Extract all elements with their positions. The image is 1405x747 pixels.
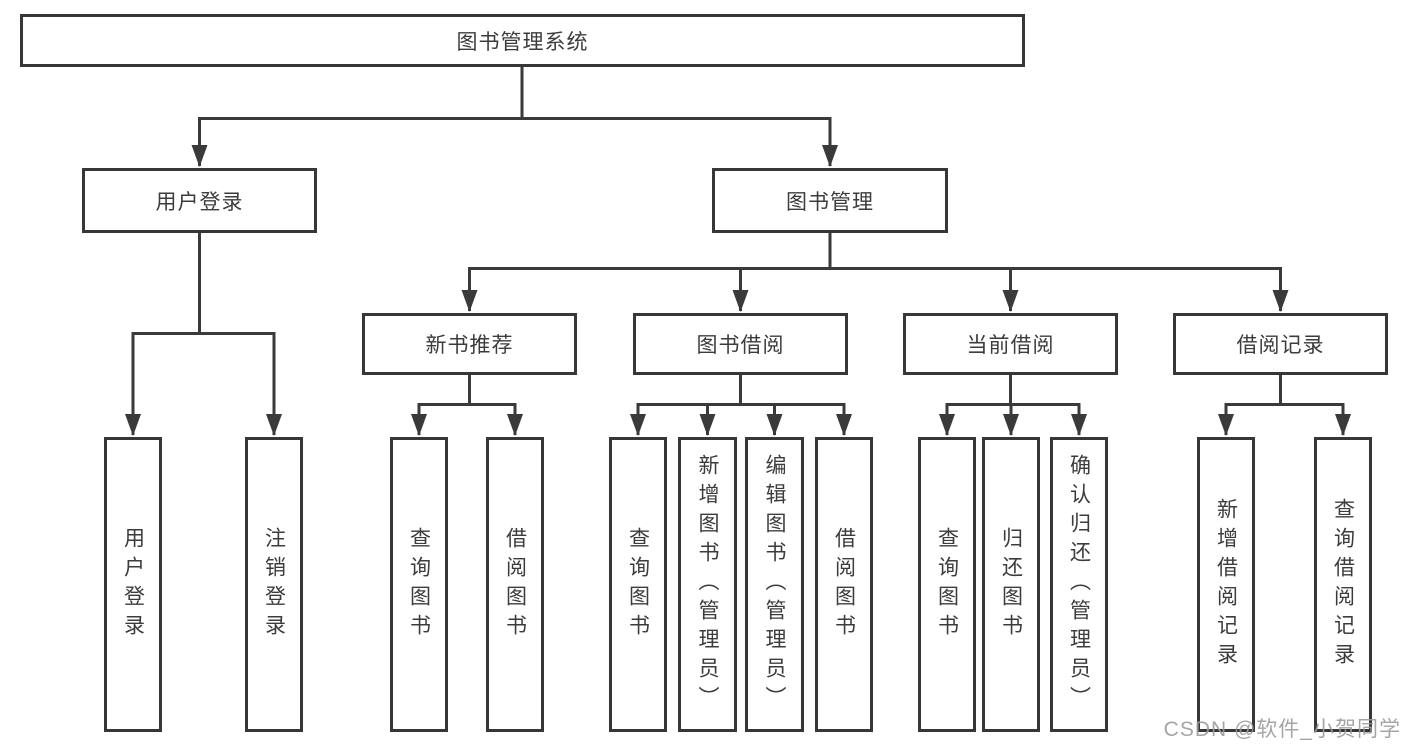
connector-new-book-rec-to-leaves — [411, 375, 523, 436]
node-label: 新书推荐 — [425, 334, 514, 357]
leaf-edit-book-admin: 编辑图书（管理员） — [745, 437, 804, 732]
leaf-query-books-3: 查询图书 — [918, 437, 976, 732]
node-label: 图书管理 — [786, 190, 874, 214]
leaf-confirm-return-admin: 确认归还（管理员） — [1050, 437, 1108, 732]
leaf-user-login: 用户登录 — [104, 437, 162, 732]
leaf-label: 确认归还（管理员） — [1067, 454, 1091, 715]
node-book-borrowing: 图书借阅 — [633, 313, 848, 375]
connector-borrow-records-to-leaves — [1218, 375, 1351, 436]
node-label: 借阅记录 — [1236, 334, 1325, 357]
leaf-label: 查询图书 — [407, 526, 431, 643]
leaf-return-book: 归还图书 — [982, 437, 1040, 732]
node-label: 图书管理系统 — [456, 30, 589, 54]
connector-book-mgmt-to-level3 — [461, 233, 1289, 312]
node-label: 当前借阅 — [966, 334, 1055, 357]
leaf-query-books-1: 查询图书 — [390, 437, 448, 732]
leaf-label: 查询图书 — [626, 526, 650, 643]
node-book-management: 图书管理 — [712, 168, 948, 233]
leaf-label: 新增图书（管理员） — [696, 454, 719, 715]
leaf-logout: 注销登录 — [245, 437, 303, 732]
leaf-query-books-2: 查询图书 — [609, 437, 667, 732]
connector-book-borrow-to-leaves — [630, 375, 852, 436]
leaf-label: 借阅图书 — [832, 526, 856, 643]
node-current-borrowing: 当前借阅 — [903, 313, 1118, 375]
node-borrowing-records: 借阅记录 — [1173, 313, 1388, 375]
node-library-management-system: 图书管理系统 — [20, 14, 1025, 67]
connector-current-borrow-to-leaves — [939, 375, 1087, 436]
node-user-login: 用户登录 — [82, 168, 317, 233]
leaf-label: 编辑图书（管理员） — [763, 454, 786, 715]
leaf-label: 查询借阅记录 — [1331, 497, 1355, 672]
leaf-add-book-admin: 新增图书（管理员） — [678, 437, 737, 732]
csdn-watermark: CSDN @软件_小贺同学 — [1163, 718, 1401, 741]
leaf-label: 新增借阅记录 — [1214, 497, 1238, 672]
leaf-add-borrow-record: 新增借阅记录 — [1197, 437, 1255, 732]
leaf-label: 用户登录 — [121, 526, 145, 643]
leaf-borrow-books-2: 借阅图书 — [815, 437, 873, 732]
leaf-label: 借阅图书 — [503, 526, 527, 643]
node-label: 图书借阅 — [696, 334, 785, 357]
leaf-borrow-books-1: 借阅图书 — [486, 437, 544, 732]
connector-user-login-to-leaves — [125, 233, 282, 436]
leaf-query-borrow-record: 查询借阅记录 — [1314, 437, 1372, 732]
connector-root-to-level2 — [191, 67, 838, 167]
node-label: 用户登录 — [155, 190, 244, 214]
leaf-label: 注销登录 — [262, 526, 286, 643]
node-new-book-recommendation: 新书推荐 — [362, 313, 577, 375]
leaf-label: 查询图书 — [935, 526, 959, 643]
leaf-label: 归还图书 — [999, 526, 1023, 643]
